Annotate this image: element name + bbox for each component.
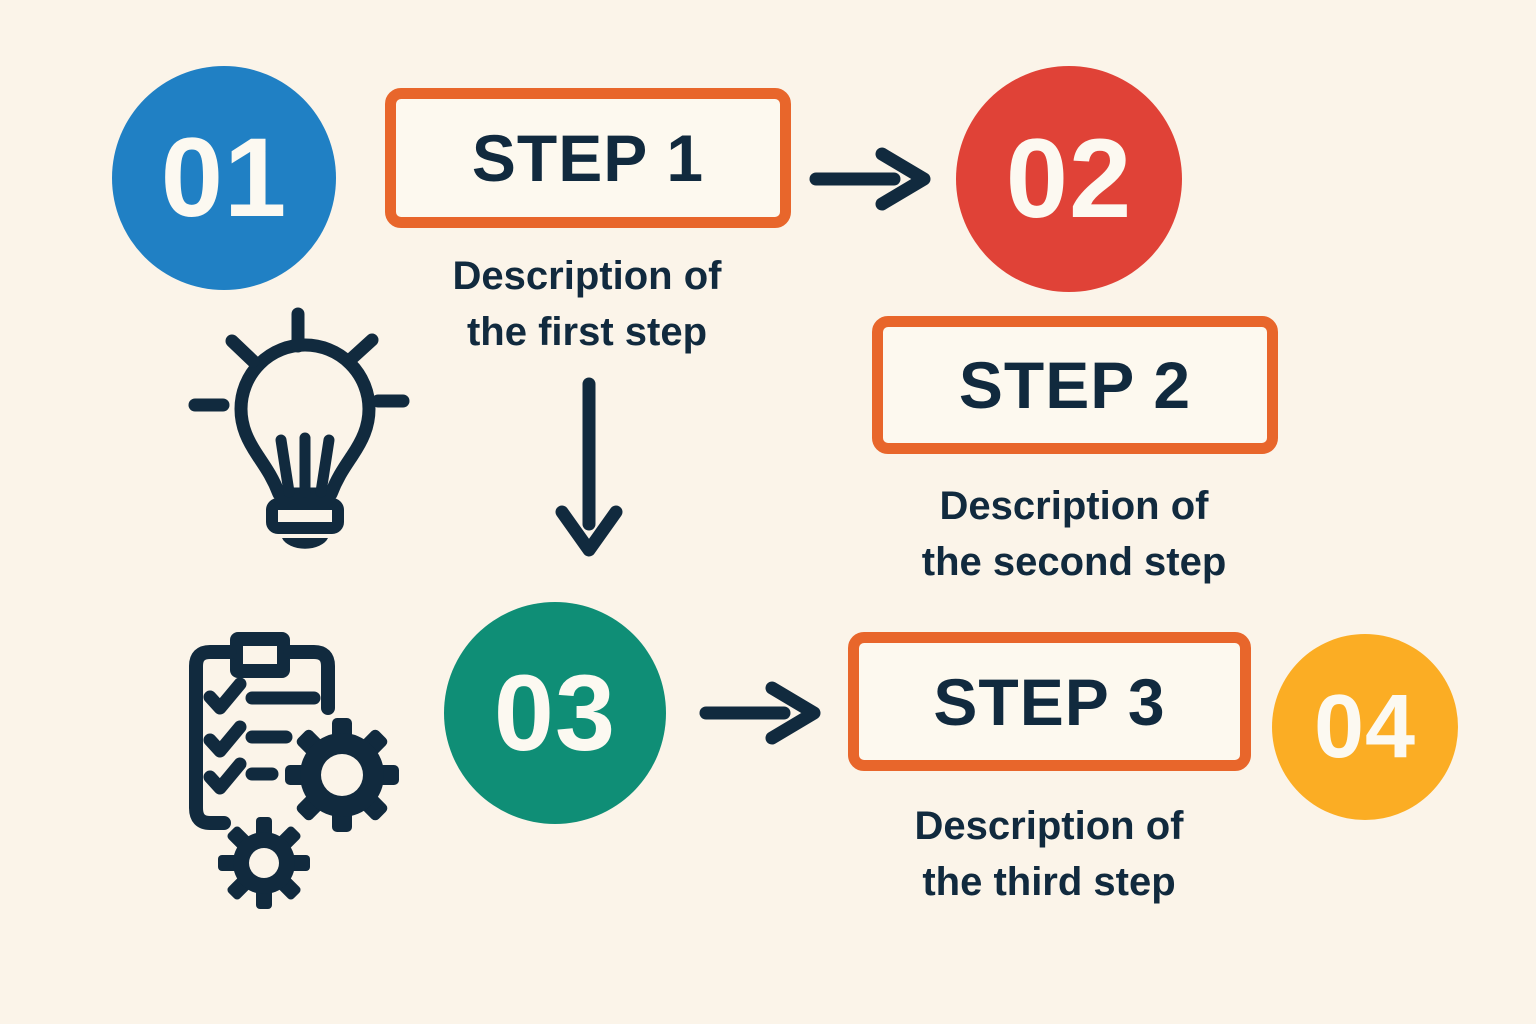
checklist-gears-icon — [189, 632, 399, 909]
arrow-right-icon — [699, 681, 821, 745]
step3-label-box: STEP 3 — [848, 632, 1251, 771]
step3-description-line2: the third step — [922, 860, 1176, 904]
step1-description-line2: the first step — [466, 310, 708, 354]
step3-label: STEP 3 — [933, 664, 1166, 739]
gear-icon — [218, 817, 310, 909]
step1-number-badge: 01 — [112, 66, 336, 290]
gear-icon — [285, 718, 399, 832]
step3-description-line1: Description of — [914, 804, 1184, 848]
step1-label-box: STEP 1 — [385, 88, 791, 228]
step3-number: 03 — [493, 652, 617, 773]
step4-number-badge: 04 — [1272, 634, 1458, 820]
step2-description: Description of the second step — [922, 478, 1227, 590]
step1-number: 01 — [160, 115, 288, 240]
step1-description-line1: Description of — [452, 254, 722, 298]
arrow-down-icon — [555, 377, 623, 557]
step2-label-box: STEP 2 — [872, 316, 1278, 454]
step2-number-badge: 02 — [956, 66, 1182, 292]
step3-number-badge: 03 — [444, 602, 666, 824]
step3-description: Description of the third step — [915, 798, 1184, 910]
step1-label: STEP 1 — [471, 121, 705, 195]
step2-label: STEP 2 — [958, 348, 1192, 422]
step2-number: 02 — [1005, 116, 1133, 241]
lightbulb-icon — [188, 307, 410, 549]
arrow-right-icon — [809, 147, 931, 211]
step2-description-line1: Description of — [939, 484, 1209, 528]
step1-description: Description of the first step — [453, 248, 722, 360]
step4-number: 04 — [1313, 677, 1417, 777]
step2-description-line2: the second step — [921, 540, 1227, 584]
